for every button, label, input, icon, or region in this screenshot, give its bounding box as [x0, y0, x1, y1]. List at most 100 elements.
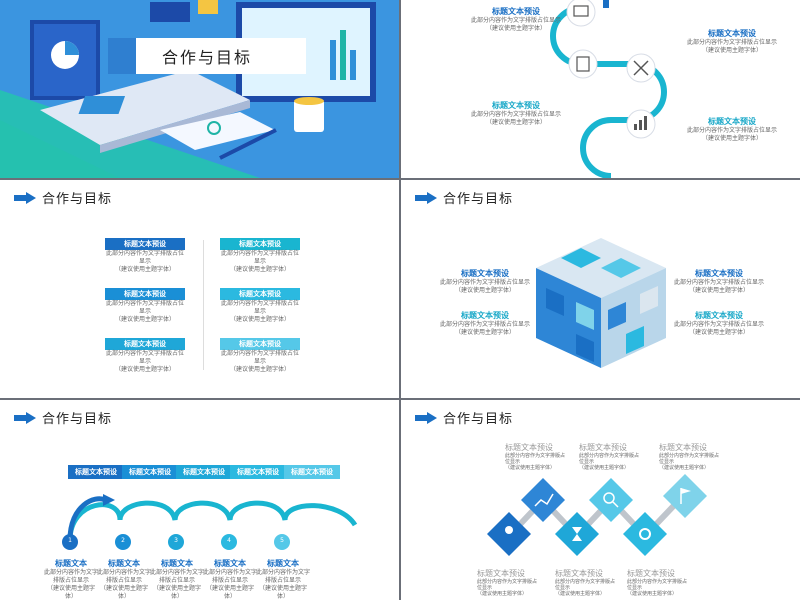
s3-item-6: 标题文本预设 此部分内容作为文字排版占位显示 （建议使用主题字体） [220, 338, 300, 374]
item-body: 此部分内容作为文字排版占位显示 [439, 321, 530, 328]
calculator-icon [568, 49, 598, 79]
slide-header: 合作与目标 [415, 188, 513, 207]
s6-item-2: 标题文本预设 此部分内容作为文字排版占位显示 （建议使用主题字体） [579, 442, 643, 471]
item-body: 此部分内容作为文字排版占位显示 [659, 453, 720, 465]
item-body: 此部分内容作为文字排版占位显示 [105, 300, 184, 315]
item-title: 标题文本 [161, 559, 193, 568]
hero-illustration [0, 0, 399, 178]
timeline-tag-3: 标题文本预设 [176, 464, 232, 480]
connection-icon [566, 0, 596, 27]
tag-label: 标题文本预设 [176, 465, 232, 479]
item-title: 标题文本 [214, 559, 246, 568]
flag-icon [663, 474, 707, 518]
column-divider [203, 240, 204, 370]
item-title: 标题文本预设 [477, 569, 525, 578]
s2-item-2: 标题文本预设 此部分内容作为文字排版占位显示 （建议使用主题字体） [677, 28, 787, 55]
s6-item-3: 标题文本预设 此部分内容作为文字排版占位显示 （建议使用主题字体） [659, 442, 723, 471]
s6-item-1: 标题文本预设 此部分内容作为文字排版占位显示 （建议使用主题字体） [505, 442, 569, 471]
slide-header: 合作与目标 [415, 408, 513, 427]
s4-item-2: 标题文本预设 此部分内容作为文字排版占位显示 （建议使用主题字体） [671, 268, 767, 295]
slide-title: 合作与目标 [42, 192, 113, 207]
step-number: 5 [280, 537, 284, 544]
arrow-icon [415, 411, 437, 424]
item-note: （建议使用主题字体） [205, 585, 254, 600]
arrow-icon [14, 411, 36, 424]
timeline-graphic [62, 494, 358, 550]
s2-item-4: 标题文本预设 此部分内容作为文字排版占位显示 （建议使用主题字体） [677, 116, 787, 143]
hero-title-accent [108, 38, 136, 74]
item-note: （建议使用主题字体） [477, 591, 528, 597]
item-note: （建议使用主题字体） [229, 266, 290, 273]
slide-two-columns[interactable]: 合作与目标 标题文本预设 此部分内容作为文字排版占位显示 （建议使用主题字体） … [0, 180, 399, 398]
item-note: （建议使用主题字体） [688, 287, 749, 294]
slide-title: 合作与目标 [443, 412, 514, 427]
slide-cube[interactable]: 合作与目标 标题文本预设 此部分内容作为文字排版占位显示 （建议使用主题字体） … [401, 180, 800, 398]
item-note: （建议使用主题字体） [454, 287, 515, 294]
slide-hero[interactable]: 合作与目标 [0, 0, 399, 178]
item-title: 标题文本预设 [105, 238, 185, 250]
item-title: 标题文本预设 [695, 269, 743, 278]
s3-item-2: 标题文本预设 此部分内容作为文字排版占位显示 （建议使用主题字体） [220, 238, 300, 274]
s3-item-4: 标题文本预设 此部分内容作为文字排版占位显示 （建议使用主题字体） [220, 288, 300, 324]
diamond-chain-graphic [487, 474, 707, 556]
item-body: 此部分内容作为文字排版占位显示 [686, 39, 777, 46]
item-body: 此部分内容作为文字排版占位显示 [470, 111, 561, 118]
item-note: （建议使用主题字体） [659, 465, 710, 471]
item-title: 标题文本预设 [708, 117, 756, 126]
tag-label: 标题文本预设 [284, 465, 340, 479]
item-title: 标题文本预设 [461, 269, 509, 278]
item-body: 此部分内容作为文字排版占位显示 [203, 569, 258, 584]
s5-item-5: 标题文本 此部分内容作为文字排版占位显示 （建议使用主题字体） [256, 558, 310, 600]
s4-item-3: 标题文本预设 此部分内容作为文字排版占位显示 （建议使用主题字体） [437, 310, 533, 337]
slide-title: 合作与目标 [42, 412, 113, 427]
slide-diamonds[interactable]: 合作与目标 [401, 400, 800, 600]
s6-item-4: 标题文本预设 此部分内容作为文字排版占位显示 （建议使用主题字体） [477, 568, 541, 597]
item-note: （建议使用主题字体） [454, 329, 515, 336]
item-note: （建议使用主题字体） [46, 585, 95, 600]
timeline-tag-2: 标题文本预设 [122, 464, 178, 480]
chart-icon [521, 478, 565, 522]
slide-s-curve[interactable]: 标题文本预设 此部分内容作为文字排版占位显示 （建议使用主题字体） 标题文本预设… [401, 0, 800, 178]
item-note: （建议使用主题字体） [114, 266, 175, 273]
tools-icon [626, 53, 656, 83]
s5-item-1: 标题文本 此部分内容作为文字排版占位显示 （建议使用主题字体） [44, 558, 98, 600]
s-curve-graphic [550, 0, 667, 178]
item-body: 此部分内容作为文字排版占位显示 [97, 569, 152, 584]
item-title: 标题文本预设 [220, 238, 300, 250]
timeline-tag-1: 标题文本预设 [68, 464, 124, 480]
s2-item-3: 标题文本预设 此部分内容作为文字排版占位显示 （建议使用主题字体） [461, 100, 571, 127]
item-title: 标题文本预设 [579, 443, 627, 452]
item-title: 标题文本预设 [695, 311, 743, 320]
item-title: 标题文本预设 [708, 29, 756, 38]
item-body: 此部分内容作为文字排版占位显示 [505, 453, 566, 465]
hero-title-box: 合作与目标 [108, 38, 306, 74]
item-body: 此部分内容作为文字排版占位显示 [150, 569, 205, 584]
tag-label: 标题文本预设 [230, 465, 286, 479]
item-body: 此部分内容作为文字排版占位显示 [105, 250, 184, 265]
hero-title-text: 合作与目标 [162, 48, 253, 67]
hourglass-icon [555, 512, 599, 556]
s3-item-5: 标题文本预设 此部分内容作为文字排版占位显示 （建议使用主题字体） [105, 338, 185, 374]
item-note: （建议使用主题字体） [114, 316, 175, 323]
s5-item-4: 标题文本 此部分内容作为文字排版占位显示 （建议使用主题字体） [203, 558, 257, 600]
slide-timeline[interactable]: 合作与目标 标题文本预设 标题文本预设 标题文本预设 标题文本预设 标题文本预设… [0, 400, 399, 600]
item-title: 标题文本预设 [220, 288, 300, 300]
item-note: （建议使用主题字体） [229, 366, 290, 373]
item-title: 标题文本预设 [461, 311, 509, 320]
item-note: （建议使用主题字体） [114, 366, 175, 373]
timeline-tag-4: 标题文本预设 [230, 464, 286, 480]
cube-graphic [536, 238, 666, 368]
gear-icon [623, 512, 667, 556]
step-number: 2 [121, 537, 125, 544]
item-note: （建议使用主题字体） [485, 25, 546, 32]
item-body: 此部分内容作为文字排版占位显示 [477, 579, 538, 591]
s3-item-3: 标题文本预设 此部分内容作为文字排版占位显示 （建议使用主题字体） [105, 288, 185, 324]
item-body: 此部分内容作为文字排版占位显示 [627, 579, 688, 591]
item-title: 标题文本预设 [505, 443, 553, 452]
item-title: 标题文本预设 [220, 338, 300, 350]
item-note: （建议使用主题字体） [229, 316, 290, 323]
slide-title: 合作与目标 [443, 192, 514, 207]
item-note: （建议使用主题字体） [258, 585, 307, 600]
tag-label: 标题文本预设 [68, 465, 124, 479]
s6-item-6: 标题文本预设 此部分内容作为文字排版占位显示 （建议使用主题字体） [627, 568, 691, 597]
